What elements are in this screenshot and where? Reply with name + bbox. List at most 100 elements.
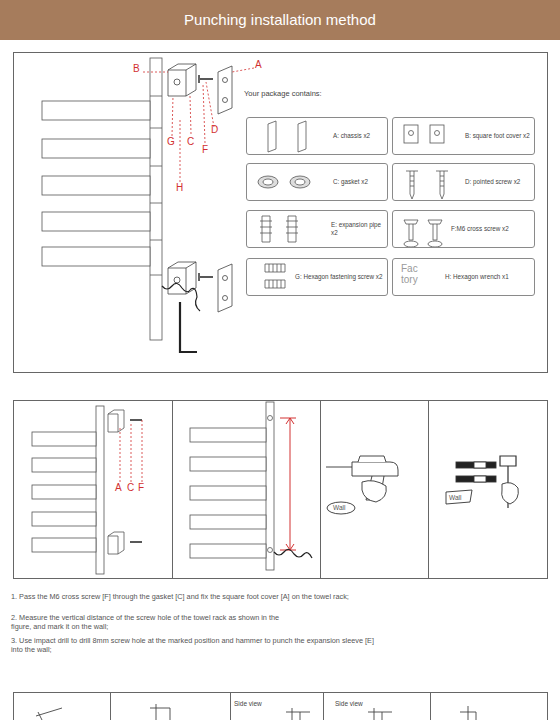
- side-view-bracket: [460, 706, 476, 720]
- bracket-body: [108, 410, 124, 432]
- part-label: D: pointed screw x2: [465, 178, 520, 186]
- part-box: E: expansion pipe x2: [246, 210, 388, 248]
- wall-mark: [446, 490, 472, 504]
- callout-letter: B: [133, 63, 140, 76]
- chassis-icon: [268, 121, 306, 152]
- part-label: C: gasket x2: [333, 178, 368, 186]
- gasket-icon: [295, 179, 305, 185]
- panel-frame: [14, 401, 548, 579]
- rack-bar: [32, 485, 96, 499]
- cross-screw-icon: [404, 241, 418, 247]
- step-note: 2. Measure the vertical distance of the …: [11, 613, 301, 631]
- hammer-figure: [446, 456, 518, 508]
- screw: [199, 75, 213, 83]
- part-box: B: square foot cover x2: [392, 117, 535, 155]
- rack-bar: [190, 486, 266, 500]
- wall-tag: [327, 502, 355, 514]
- hammer-hand: [502, 483, 519, 504]
- screw-hole: [268, 416, 273, 421]
- drill-body: [326, 462, 398, 500]
- rack-bar: [32, 538, 96, 552]
- leader-line: [143, 68, 254, 182]
- rack-bar: [42, 139, 150, 158]
- pole-joint: [150, 96, 162, 275]
- expansion-pipe: [456, 476, 496, 482]
- cover-hole: [409, 131, 414, 136]
- hex-wrench: [180, 302, 197, 352]
- part-box: F:M6 cross screw x2: [392, 210, 535, 248]
- watermark: Fac: [401, 263, 418, 276]
- part-box: G: Hexagon fastening screw x2: [246, 258, 388, 296]
- rack-pole: [96, 406, 104, 574]
- part-box: C: gasket x2: [246, 163, 388, 201]
- part-label: E: expansion pipe x2: [331, 221, 384, 236]
- cover-icon: [404, 125, 418, 143]
- step2-figure: [190, 402, 312, 570]
- drill-hand: [358, 456, 386, 502]
- step1-figure: [32, 406, 142, 574]
- hex-screw-icon: [265, 264, 285, 288]
- rack-bar: [42, 101, 150, 120]
- page-title: Punching installation method: [0, 0, 560, 40]
- rack-bar: [190, 515, 266, 529]
- bracket-body: [168, 64, 196, 96]
- wall-label: Wall: [333, 504, 345, 512]
- cross-screw-icon: [428, 241, 442, 247]
- callout-letter: F: [138, 482, 144, 495]
- callout-letter: A: [255, 59, 262, 72]
- power-wire: [274, 549, 312, 558]
- rack-pole: [150, 58, 162, 340]
- rack-bar: [32, 512, 96, 526]
- part-text-group: G: Hexagon fastening screw x2: [295, 273, 383, 281]
- cross-screw-icon: [404, 220, 442, 240]
- side-view-bracket: [368, 708, 392, 720]
- part-label: B: square foot cover x2: [465, 132, 530, 140]
- part-text-group: D: pointed screw x2: [465, 178, 520, 186]
- step-note: 3. Use impact drill to drill 8mm screw h…: [11, 636, 381, 654]
- bracket-body: [108, 532, 124, 554]
- leader-line: [120, 420, 142, 482]
- expansion-pipe: [456, 462, 496, 468]
- chassis-plate: [218, 66, 232, 114]
- cover-icon: [430, 125, 444, 143]
- view-label: Side view: [234, 700, 262, 708]
- callout-letter: H: [176, 182, 183, 195]
- callout-letter: C: [127, 482, 134, 495]
- rack-bar: [32, 432, 96, 446]
- side-view-bracket: [286, 708, 310, 720]
- package-heading: Your package contains:: [244, 89, 322, 98]
- gasket-icon: [258, 176, 278, 188]
- rack-bar: [190, 544, 266, 558]
- rack-pole: [266, 402, 274, 570]
- expansion-pipe: [474, 462, 486, 468]
- part-text-group: H: Hexagon wrench x1: [445, 273, 509, 281]
- panel-frame: [14, 53, 548, 373]
- chassis-plate: [218, 264, 232, 312]
- callout-letter: D: [211, 124, 218, 137]
- panel-frame: [14, 693, 548, 720]
- cover-hole: [435, 131, 440, 136]
- gasket-icon: [263, 179, 273, 185]
- part-text-group: C: gasket x2: [333, 178, 368, 186]
- plate-hole: [223, 276, 228, 281]
- expansion-pipe: [474, 476, 486, 482]
- dimension-arrow: [280, 418, 296, 550]
- rack-bar: [190, 457, 266, 471]
- plate-hole: [223, 78, 228, 83]
- part-label: F:M6 cross screw x2: [451, 225, 509, 233]
- towel-rack: [42, 58, 162, 340]
- gasket-icon: [290, 176, 310, 188]
- drill-figure: [326, 456, 398, 514]
- screw-hole: [268, 548, 273, 553]
- plate-hole: [223, 296, 228, 301]
- screw: [130, 420, 142, 542]
- bracket-hole: [174, 79, 180, 85]
- expansion-pipe-icon: [260, 216, 298, 242]
- part-box: A: chassis x2: [246, 117, 388, 155]
- title-banner: [0, 0, 560, 40]
- callout-letter: G: [167, 136, 175, 149]
- rack-bar: [42, 212, 150, 231]
- panel-divider: [111, 692, 431, 720]
